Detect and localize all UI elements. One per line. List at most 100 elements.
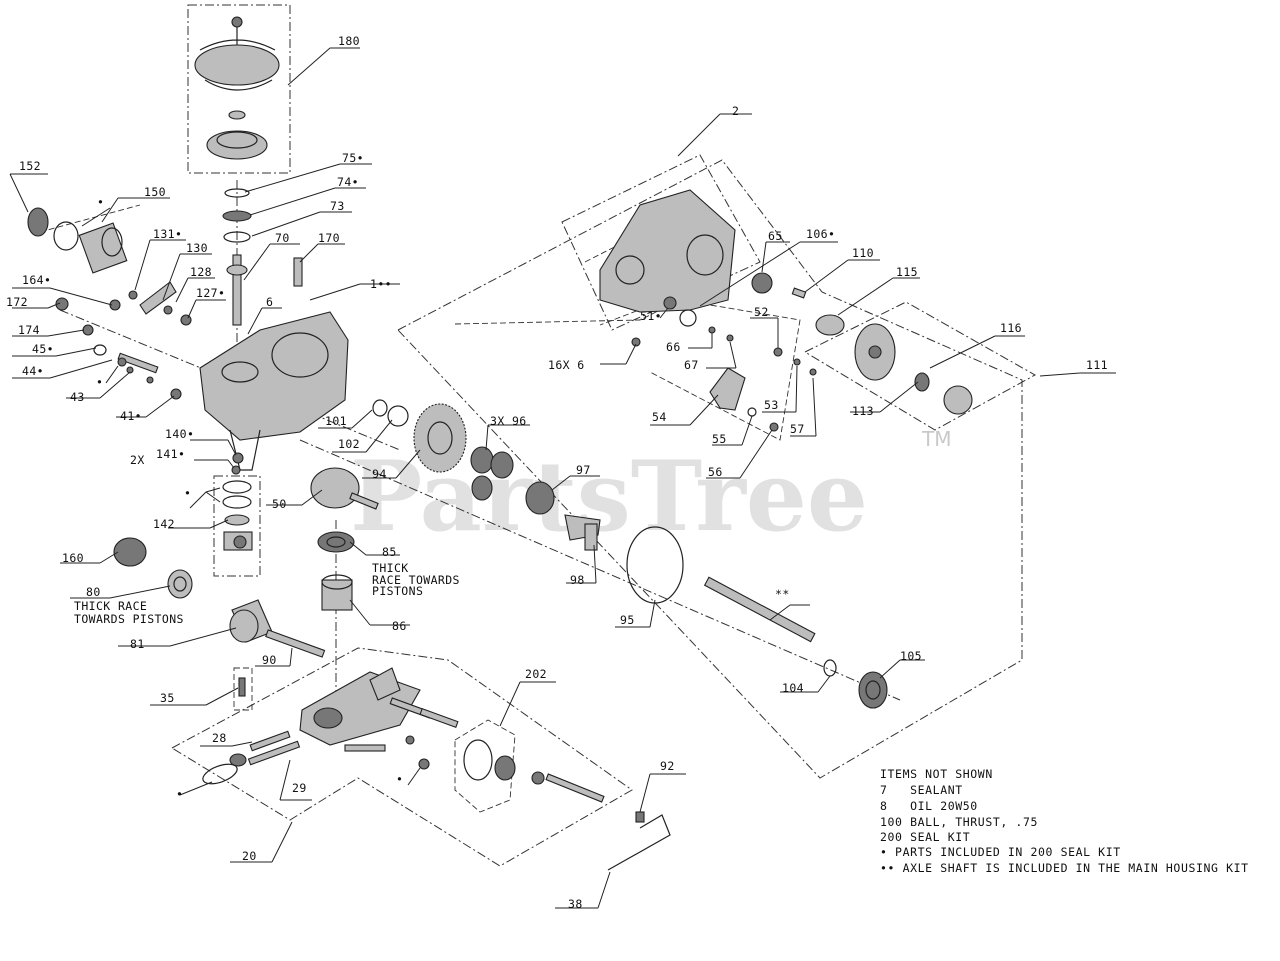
- callout-80-note-1: THICK RACE: [74, 599, 147, 613]
- parts: [27, 16, 973, 871]
- callout-86: 86: [392, 619, 407, 633]
- callout-92: 92: [660, 759, 675, 773]
- callout-41: 41•: [120, 409, 142, 423]
- callout-1: 1••: [370, 277, 392, 291]
- callout-bullet-142: •: [184, 486, 191, 500]
- callout-bullet-150: •: [97, 195, 104, 209]
- callout-80: 80: [86, 585, 101, 599]
- callout-98: 98: [570, 573, 585, 587]
- callout-96: 3X 96: [490, 414, 527, 428]
- callout-50: 50: [272, 497, 287, 511]
- callout-16x6: 16X 6: [548, 358, 585, 372]
- callout-115: 115: [896, 265, 918, 279]
- items-not-shown-notes: ITEMS NOT SHOWN 7 SEALANT 8 OIL 20W50 10…: [880, 767, 1249, 875]
- callout-38: 38: [568, 897, 583, 911]
- callout-29: 29: [292, 781, 307, 795]
- hub-group-box: [803, 301, 1037, 431]
- callout-53: 53: [764, 398, 779, 412]
- bypass-outline: [454, 719, 516, 813]
- callout-65: 65: [768, 229, 783, 243]
- callout-180: 180: [338, 34, 360, 48]
- callout-141: 141•: [156, 447, 185, 461]
- callout-164: 164•: [22, 273, 51, 287]
- callout-111: 111: [1086, 358, 1108, 372]
- callout-106: 106•: [806, 227, 835, 241]
- center-section-outline: [171, 647, 633, 867]
- callout-142: 142: [153, 517, 175, 531]
- axle-centerline: [299, 439, 901, 701]
- callout-51: 51•: [640, 309, 662, 323]
- callout-172: 172: [6, 295, 28, 309]
- bolt-box-35: [233, 667, 253, 711]
- callout-97: 97: [576, 463, 591, 477]
- main-group-outline: [397, 159, 1023, 779]
- callout-90: 90: [262, 653, 277, 667]
- callout-102: 102: [338, 437, 360, 451]
- callout-52: 52: [754, 305, 769, 319]
- callout-130: 130: [186, 241, 208, 255]
- callout-44: 44•: [22, 364, 44, 378]
- callout-95: 95: [620, 613, 635, 627]
- notes-heading: ITEMS NOT SHOWN: [880, 767, 993, 781]
- callout-174: 174: [18, 323, 40, 337]
- cooling-fan: [194, 16, 280, 160]
- callout-160: 160: [62, 551, 84, 565]
- callout-140: 140•: [165, 427, 194, 441]
- callout-67: 67: [684, 358, 699, 372]
- callout-35: 35: [160, 691, 175, 705]
- callout-116: 116: [1000, 321, 1022, 335]
- callout-127: 127•: [196, 286, 225, 300]
- callout-150: 150: [144, 185, 166, 199]
- notes-line-ball: 100 BALL, THRUST, .75: [880, 815, 1038, 829]
- callout-bullet-43: •: [96, 375, 103, 389]
- callout-85-note-1: THICK: [372, 561, 409, 575]
- charge-pump-box: [213, 475, 261, 577]
- callout-85-note-2: RACE TOWARDS: [372, 573, 460, 587]
- notes-line-double-bullet-def: •• AXLE SHAFT IS INCLUDED IN THE MAIN HO…: [880, 861, 1249, 875]
- callout-202: 202: [525, 667, 547, 681]
- callout-113: 113: [852, 404, 874, 418]
- callout-6: 6: [266, 295, 273, 309]
- callout-2x: 2X: [130, 453, 145, 467]
- notes-line-sealant: 7 SEALANT: [880, 783, 963, 797]
- callout-45: 45•: [32, 342, 54, 356]
- callout-131: 131•: [153, 227, 182, 241]
- filter-guide: [39, 204, 141, 233]
- callout-110: 110: [852, 246, 874, 260]
- main-housing: [199, 311, 349, 471]
- callout-128: 128: [190, 265, 212, 279]
- callout-20: 20: [242, 849, 257, 863]
- notes-line-bullet-def: • PARTS INCLUDED IN 200 SEAL KIT: [880, 845, 1121, 859]
- callout-70: 70: [275, 231, 290, 245]
- callout-74: 74•: [337, 175, 359, 189]
- inner-case-outline: [584, 237, 666, 326]
- case-group-box: [561, 154, 761, 331]
- bracket-outline: [454, 299, 801, 441]
- callout-94: 94: [372, 467, 387, 481]
- callout-85: 85: [382, 545, 397, 559]
- callout-axle-dbl: **: [775, 587, 790, 601]
- callout-75: 75•: [342, 151, 364, 165]
- callout-80-note-2: TOWARDS PISTONS: [74, 612, 184, 626]
- notes-line-oil: 8 OIL 20W50: [880, 799, 978, 813]
- callout-bullet-bypass: •: [396, 772, 403, 786]
- callout-bullet-center: •: [176, 787, 183, 801]
- callout-66: 66: [666, 340, 681, 354]
- callout-55: 55: [712, 432, 727, 446]
- callout-28: 28: [212, 731, 227, 745]
- fan-group-box: [187, 4, 291, 174]
- callout-170: 170: [318, 231, 340, 245]
- callout-85-note-3: PISTONS: [372, 584, 423, 598]
- watermark-trademark: TM: [921, 427, 951, 451]
- side-case: [599, 189, 736, 313]
- callout-54: 54: [652, 410, 667, 424]
- callout-104: 104: [782, 681, 804, 695]
- callout-57: 57: [790, 422, 805, 436]
- notes-line-seal-kit: 200 SEAL KIT: [880, 830, 970, 844]
- leader-lines: [9, 47, 1116, 909]
- center-section: [299, 667, 421, 746]
- callout-81: 81: [130, 637, 145, 651]
- callout-labels: 180 75• 74• 73 70 170 152 150 • 131• 130…: [6, 34, 1108, 911]
- callout-101: 101: [325, 414, 347, 428]
